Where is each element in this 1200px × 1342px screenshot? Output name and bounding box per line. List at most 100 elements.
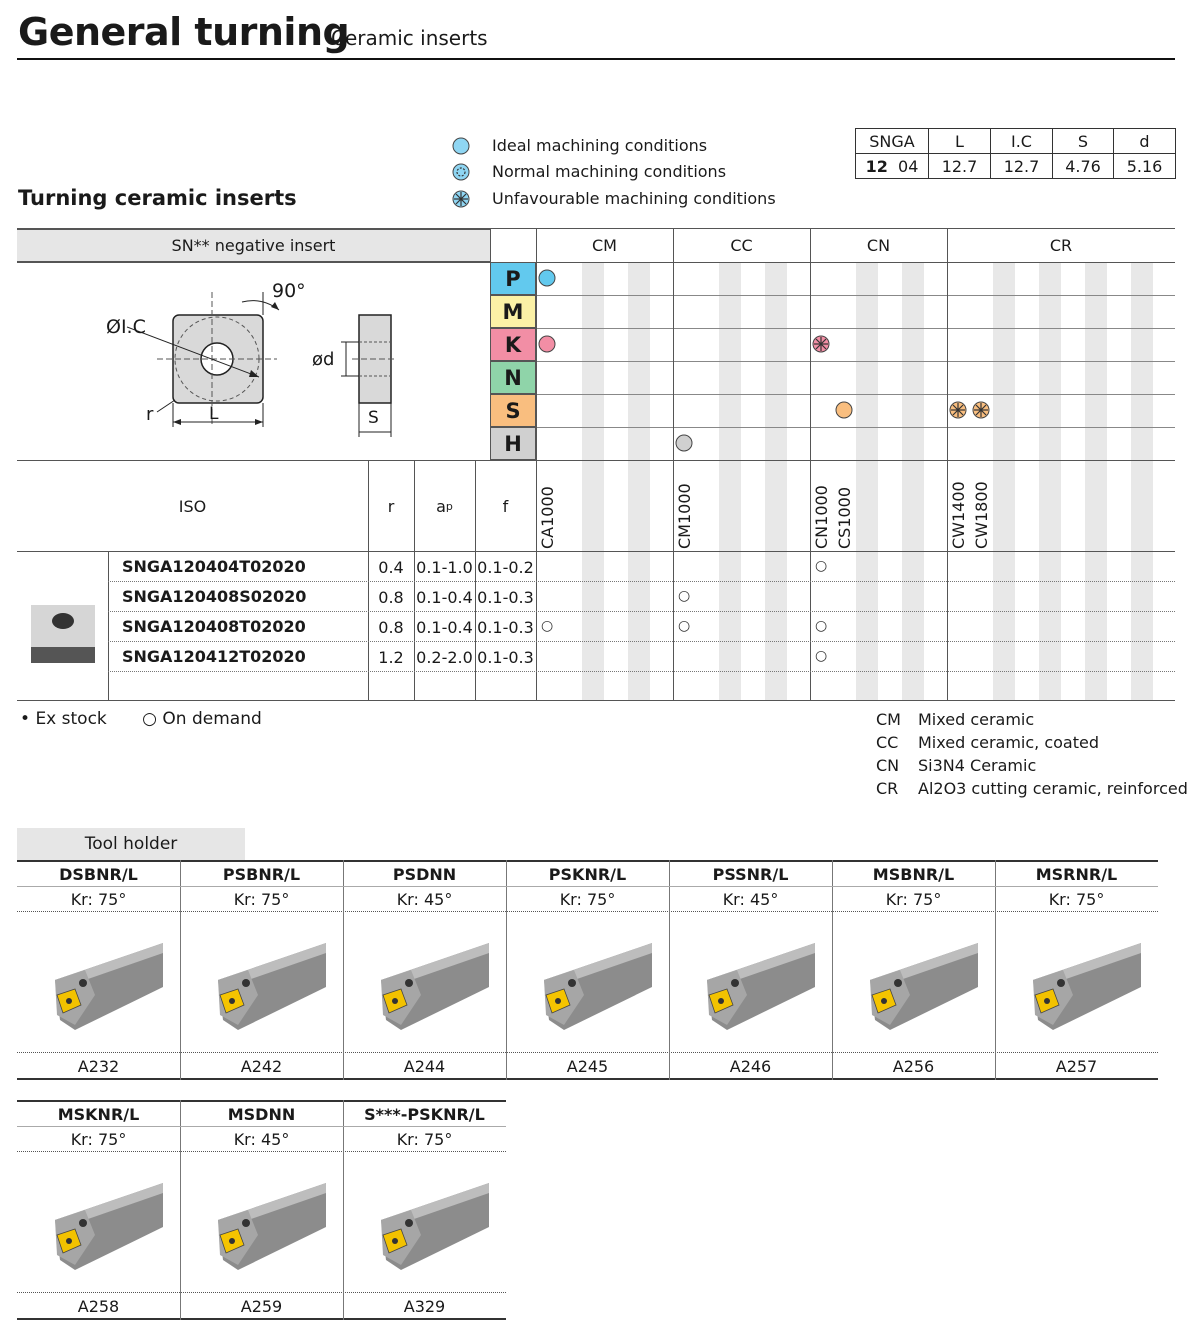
tool-divider (17, 1151, 506, 1152)
tool-col-border (669, 860, 670, 1080)
tool-sep (180, 886, 343, 887)
row-divider (536, 394, 1175, 395)
grid-stripe (719, 262, 741, 700)
ideal-icon (538, 335, 556, 353)
iso-f: 0.1-0.2 (477, 557, 534, 577)
iso-ap: 0.2-2.0 (416, 647, 473, 667)
iso-f: 0.1-0.3 (477, 617, 534, 637)
tool-image-wrap (524, 925, 654, 1035)
stock-legend: • Ex stock ○ On demand (20, 709, 262, 729)
iso-ap: 0.1-1.0 (416, 557, 473, 577)
row-divider (536, 328, 1175, 329)
grade-cs1000: CS1000 (835, 486, 854, 549)
tool-row-border (17, 1078, 1158, 1080)
grid-stripe (902, 262, 924, 700)
tool-col-border (343, 860, 344, 1080)
tool-code: A245 (566, 1057, 609, 1076)
tool-holder-image (55, 943, 163, 1030)
tool-kr: Kr: 75° (885, 890, 942, 909)
r-header: r (387, 496, 395, 516)
page-title: General turning (18, 10, 350, 54)
grade-cm1000: CM1000 (675, 483, 694, 549)
material-k: K (490, 328, 536, 361)
on-demand-mark: ○ (815, 558, 828, 574)
tool-row-border (17, 860, 1158, 862)
tool-sep (506, 886, 669, 887)
group-legend-label: Mixed ceramic, coated (918, 733, 1099, 752)
material-m: M (490, 295, 536, 328)
tool-divider (17, 1292, 506, 1293)
iso-code: SNGA120408T02020 (122, 617, 306, 636)
ideal-icon (452, 137, 470, 155)
tool-name: MSKNR/L (57, 1105, 140, 1124)
grid-line (810, 228, 811, 700)
on-demand-mark: ○ (678, 618, 691, 634)
d-label: ød (312, 349, 335, 370)
header-rule (17, 58, 1175, 60)
tool-image-wrap (198, 1165, 328, 1275)
tool-holder-image (870, 943, 978, 1030)
grid-stripe (765, 262, 787, 700)
unfavourable-icon (972, 401, 990, 419)
tool-sep (17, 1126, 180, 1127)
tool-holder-image (544, 943, 652, 1030)
tool-sep (343, 1126, 506, 1127)
tool-holder-image (218, 943, 326, 1030)
tool-divider (17, 911, 1158, 912)
grid-line (490, 228, 491, 461)
material-s: S (490, 394, 536, 427)
group-legend-code: CC (876, 733, 899, 752)
ic-label: ØI.C (106, 316, 146, 338)
tool-name: PSBNR/L (222, 865, 301, 884)
tool-code: A232 (77, 1057, 120, 1076)
section-title: Turning ceramic inserts (18, 186, 297, 210)
ideal-icon (538, 269, 556, 287)
grade-cw1400: CW1400 (949, 481, 968, 549)
tool-kr: Kr: 75° (70, 890, 127, 909)
grid-line (17, 551, 1175, 552)
tool-code: A258 (77, 1297, 120, 1316)
group-legend-label: Al2O3 cutting ceramic, reinforced (918, 779, 1188, 798)
insert-diagram (126, 292, 397, 437)
iso-f: 0.1-0.3 (477, 647, 534, 667)
tool-kr: Kr: 75° (559, 890, 616, 909)
tool-code: A242 (240, 1057, 283, 1076)
grid-stripe (856, 262, 878, 700)
angle-label: 90° (272, 280, 306, 302)
material-h: H (490, 427, 536, 460)
tool-image-wrap (198, 925, 328, 1035)
row-divider (536, 295, 1175, 296)
on-demand-mark: ○ (815, 618, 828, 634)
insert-header: SN** negative insert (171, 236, 336, 255)
group-legend-code: CR (876, 779, 899, 798)
tool-col-border (180, 860, 181, 1080)
tool-name: PSDNN (392, 865, 457, 884)
iso-ap: 0.1-0.4 (416, 587, 473, 607)
grid-line (17, 460, 1175, 461)
group-header-cm: CM (592, 236, 617, 255)
tool-col-border (343, 1100, 344, 1320)
tool-sep (180, 1126, 343, 1127)
grid-stripe (1039, 262, 1061, 700)
grid-line (108, 551, 109, 700)
dimension-table: SNGA L I.C S d 12 04 12.7 12.7 4.76 5.16 (855, 128, 1176, 179)
tool-name: DSBNR/L (59, 865, 138, 884)
normal-icon (452, 163, 470, 181)
tool-image-wrap (687, 925, 817, 1035)
iso-code: SNGA120412T02020 (122, 647, 306, 666)
tool-name: S***-PSKNR/L (364, 1105, 485, 1124)
row-divider (108, 611, 1175, 612)
grid-line (673, 228, 674, 700)
iso-r: 0.8 (378, 587, 404, 607)
group-header-cr: CR (1049, 236, 1073, 255)
tool-image-wrap (35, 1165, 165, 1275)
tool-code: A259 (240, 1297, 283, 1316)
tool-kr: Kr: 45° (722, 890, 779, 909)
tool-col-border (506, 860, 507, 1080)
iso-code: SNGA120404T02020 (122, 557, 306, 576)
grid-line (475, 460, 476, 700)
on-demand-mark: ○ (541, 618, 554, 634)
grid-line (536, 228, 537, 700)
tool-holder-tab (17, 828, 245, 860)
